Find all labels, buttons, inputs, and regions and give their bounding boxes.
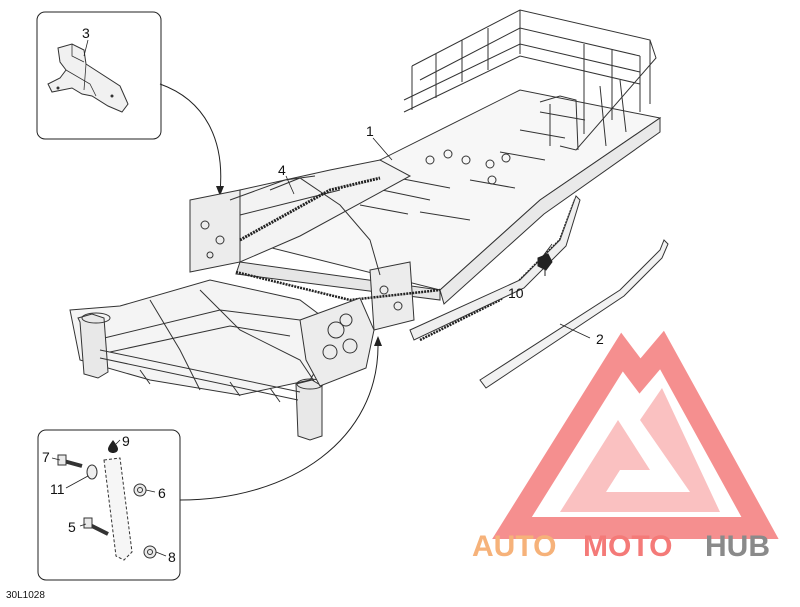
watermark-auto: AUTO [472, 530, 556, 563]
part-10-fastener [537, 253, 553, 276]
callout-10: 10 [508, 285, 524, 301]
callout-6: 6 [158, 485, 166, 501]
sled-frame [69, 9, 662, 441]
leader-arrow-hardware [374, 336, 382, 346]
callout-2: 2 [596, 331, 604, 347]
callout-7: 7 [42, 449, 50, 465]
callout-5: 5 [68, 519, 76, 535]
watermark-hub: HUB [705, 530, 770, 563]
callout-1: 1 [366, 123, 374, 139]
watermark-logo [492, 330, 779, 539]
reference-code: 30L1028 [6, 590, 45, 601]
callout-9: 9 [122, 433, 130, 449]
callout-3: 3 [82, 25, 90, 41]
callout-8: 8 [168, 549, 176, 565]
inset-part-3: 3 [36, 11, 162, 140]
callout-11: 11 [50, 481, 65, 497]
callout-4: 4 [278, 162, 286, 178]
leader-line-3 [159, 83, 222, 193]
callout-leaders [285, 137, 591, 339]
inset-hardware: 7 9 11 6 5 8 [37, 429, 181, 581]
leader-line-hardware [179, 341, 379, 501]
watermark-moto: MOTO [583, 530, 672, 563]
part-2-runner [479, 239, 669, 389]
leader-arrow-3 [216, 186, 224, 196]
